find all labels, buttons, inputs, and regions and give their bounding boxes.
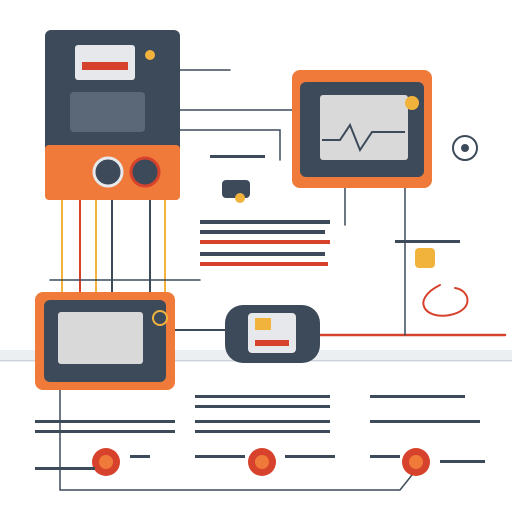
indicator-center <box>248 448 276 476</box>
sensor-unit-level <box>255 340 289 346</box>
indicator-right <box>402 448 430 476</box>
wire-bottom-loop <box>59 384 421 491</box>
sensor-unit <box>225 305 320 363</box>
control-unit-display-bar <box>82 62 128 70</box>
control-unit-controls <box>70 92 145 132</box>
wire-sensor-coil <box>422 284 469 317</box>
monitor-unit-knob <box>405 96 419 110</box>
monitor-unit-trace <box>322 122 405 153</box>
connector-icon <box>222 180 250 203</box>
control-unit-dial-right <box>129 156 161 188</box>
wiring <box>49 69 507 491</box>
control-unit-dial-left <box>92 156 124 188</box>
sensor-unit-indicator <box>255 318 271 330</box>
handheld-unit-screen <box>58 312 143 364</box>
control-unit <box>45 30 180 200</box>
monitor-unit <box>292 70 432 188</box>
handheld-unit <box>35 292 175 390</box>
sensor-probe-icon <box>452 135 478 161</box>
handheld-unit-knob <box>152 310 168 326</box>
monitor-unit-screen <box>320 95 408 160</box>
control-unit-led <box>145 50 155 60</box>
wire-mid <box>179 129 281 161</box>
plug-icon <box>415 248 435 268</box>
annotation-lines <box>35 155 485 470</box>
indicator-left <box>92 448 120 476</box>
